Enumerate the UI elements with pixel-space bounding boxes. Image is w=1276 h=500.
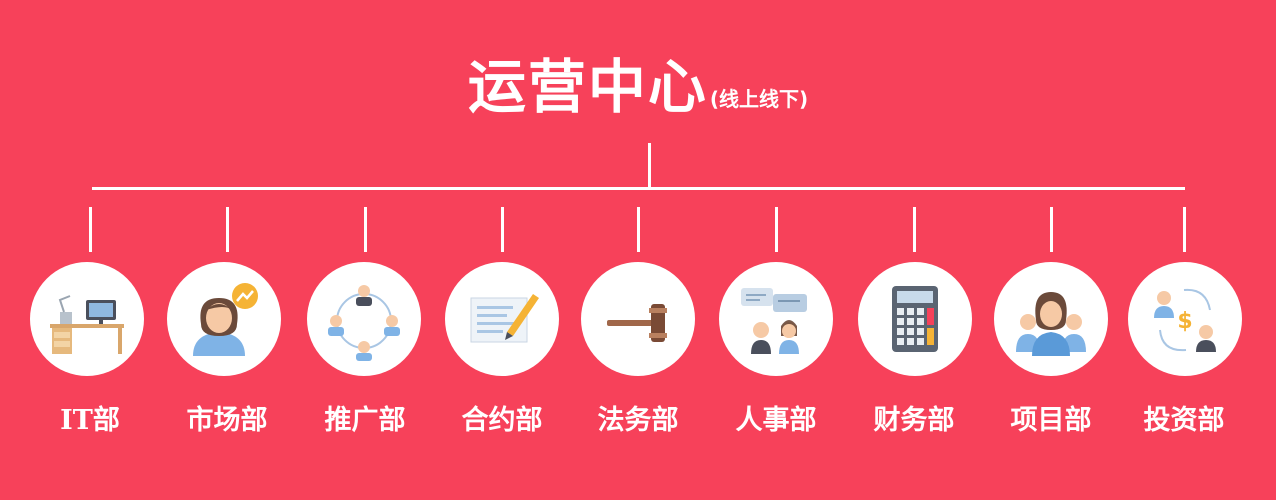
dept-node-hr[interactable] [719, 262, 833, 376]
dept-label-finance: 财务部 [873, 405, 955, 436]
dept-label-marketing: 市场部 [186, 405, 268, 436]
dept-label-investment: 投资部 [1143, 405, 1225, 436]
desk-computer-icon [50, 295, 124, 354]
connector-drop [89, 207, 92, 252]
connector-drop [501, 207, 504, 252]
connector-drop [913, 207, 916, 252]
dept-label-contract: 合约部 [461, 405, 543, 436]
dept-node-marketing[interactable] [167, 262, 281, 376]
dept-label-promotion: 推广部 [324, 405, 406, 436]
connector-drop [637, 207, 640, 252]
dept-node-legal[interactable] [581, 262, 695, 376]
dept-label-legal: 法务部 [597, 405, 679, 436]
dept-node-finance[interactable] [858, 262, 972, 376]
dept-node-it[interactable] [30, 262, 144, 376]
chat-people-icon [741, 288, 807, 354]
svg-text:$: $ [1177, 309, 1192, 334]
team-icon [1016, 292, 1086, 356]
connector-drop [226, 207, 229, 252]
dept-label-it: IT部 [60, 405, 120, 436]
connector-drop [364, 207, 367, 252]
money-exchange-icon: $ [1154, 288, 1216, 352]
contract-pen-icon [470, 294, 539, 343]
calculator-icon [892, 286, 938, 352]
connector-bar [92, 187, 1185, 190]
network-people-icon [328, 285, 400, 361]
growth-person-icon [193, 283, 258, 356]
header: 运营中心(线上线下) [0, 40, 1276, 124]
gavel-icon [607, 304, 667, 342]
dept-node-investment[interactable]: $ [1128, 262, 1242, 376]
dept-node-project[interactable] [994, 262, 1108, 376]
org-subtitle: (线上线下) [709, 87, 809, 111]
dept-node-promotion[interactable] [307, 262, 421, 376]
connector-stem [648, 143, 651, 189]
org-title: 运营中心 [467, 53, 708, 121]
dept-label-hr: 人事部 [735, 405, 817, 436]
dept-label-project: 项目部 [1010, 405, 1092, 436]
connector-drop [1183, 207, 1186, 252]
connector-drop [775, 207, 778, 252]
dept-node-contract[interactable] [445, 262, 559, 376]
connector-drop [1050, 207, 1053, 252]
